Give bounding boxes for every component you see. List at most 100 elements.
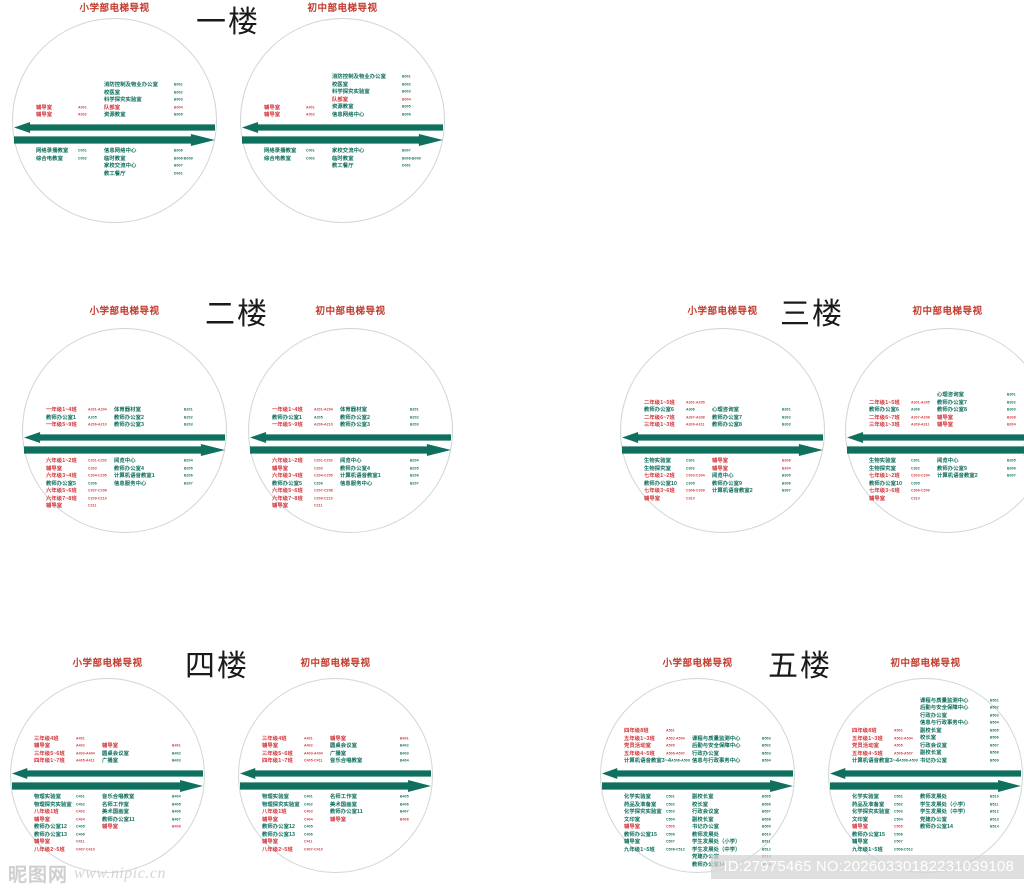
room-code: B001 xyxy=(402,75,411,80)
room-name: 化学探究实验室 xyxy=(852,809,890,816)
room-name: 二年级1~5班 xyxy=(644,399,675,406)
room-name: 二年级1~5班 xyxy=(869,399,900,406)
direction-arrow-band xyxy=(602,768,793,792)
direction-arrow-band xyxy=(12,768,203,792)
room-name: 辅导室 xyxy=(712,465,729,472)
arrow-right-icon xyxy=(602,780,793,792)
room-name: 教师办公室14 xyxy=(920,824,954,831)
room-code: A505 xyxy=(666,743,675,748)
room-code: B401 xyxy=(400,736,409,741)
room-name: 教工餐厅 xyxy=(104,170,126,177)
room-code: B302 xyxy=(782,415,791,420)
room-code: C504 xyxy=(894,817,903,822)
room-name: 三年级5~6班 xyxy=(262,750,293,757)
room-name: 七年级1~2班 xyxy=(869,473,900,480)
room-code: A001 xyxy=(306,105,315,110)
room-name: 学生发展处（中学） xyxy=(692,846,741,853)
room-code: C406 xyxy=(76,832,85,837)
room-name: 辅导室 xyxy=(937,422,954,429)
direction-arrow-band xyxy=(622,432,823,456)
panel-head-middle: 初中部电梯导视 xyxy=(315,307,386,317)
room-name: 消防控制及物业办公室 xyxy=(104,82,158,88)
room-code: B509 xyxy=(762,824,771,829)
room-name: 队部室 xyxy=(332,96,349,103)
room-name: 化学实验室 xyxy=(624,794,651,800)
room-code: A205 xyxy=(88,415,97,420)
room-name: 家校交流中心 xyxy=(332,148,365,154)
room-code: A402 xyxy=(76,743,85,748)
arrow-left-icon xyxy=(242,122,443,133)
room-name: 网络录播教室 xyxy=(36,148,69,154)
room-name: 副校长室 xyxy=(692,794,714,800)
room-code: C001 xyxy=(306,148,315,153)
room-name: 辅导室 xyxy=(272,503,289,510)
room-name: 信息服务中心 xyxy=(340,480,373,487)
room-name: 三年级5~6班 xyxy=(34,750,65,757)
room-name: 教师办公室5 xyxy=(46,480,77,487)
room-name: 计算机语音教室1 xyxy=(340,473,381,480)
room-name: 药品及准备室 xyxy=(624,801,657,808)
room-code: A201-A204 xyxy=(88,407,107,412)
room-name: 教师办公室12 xyxy=(34,824,68,831)
room-code: B202 xyxy=(184,415,193,420)
room-name: 辅导室 xyxy=(264,104,281,111)
room-name: 教师办公室9 xyxy=(712,480,743,487)
room-name: 资源教室 xyxy=(104,112,126,119)
room-name: 教师办公室5 xyxy=(272,480,303,487)
room-code: B201 xyxy=(410,407,419,412)
room-code: B205 xyxy=(184,466,193,471)
room-name: 五年级4~5班 xyxy=(624,750,655,757)
room-code: A206-A210 xyxy=(88,422,107,427)
room-code: B506 xyxy=(990,735,999,740)
room-code: C506 xyxy=(666,832,675,837)
room-name: 行政会议室 xyxy=(692,809,719,816)
room-name: 教师办公室4 xyxy=(114,465,145,472)
room-code: C405 xyxy=(304,824,313,829)
room-name: 教师发展处 xyxy=(920,794,947,800)
room-name: 化学探究实验室 xyxy=(624,809,662,816)
room-code: B306 xyxy=(782,481,791,486)
room-name: 二年级6~7班 xyxy=(869,414,900,421)
room-name: 教师办公室13 xyxy=(34,831,68,838)
room-name: 心理咨询室 xyxy=(937,392,964,398)
floor-circle xyxy=(620,328,825,533)
room-name: 八年级1班 xyxy=(34,809,59,816)
room-code: C302 xyxy=(686,466,695,471)
room-name: 后勤与安全保障中心 xyxy=(692,743,741,750)
room-name: 广播室 xyxy=(102,758,119,765)
room-code: B508 xyxy=(762,817,771,822)
watermark: 昵图网 www.nipic.cn xyxy=(8,860,166,887)
